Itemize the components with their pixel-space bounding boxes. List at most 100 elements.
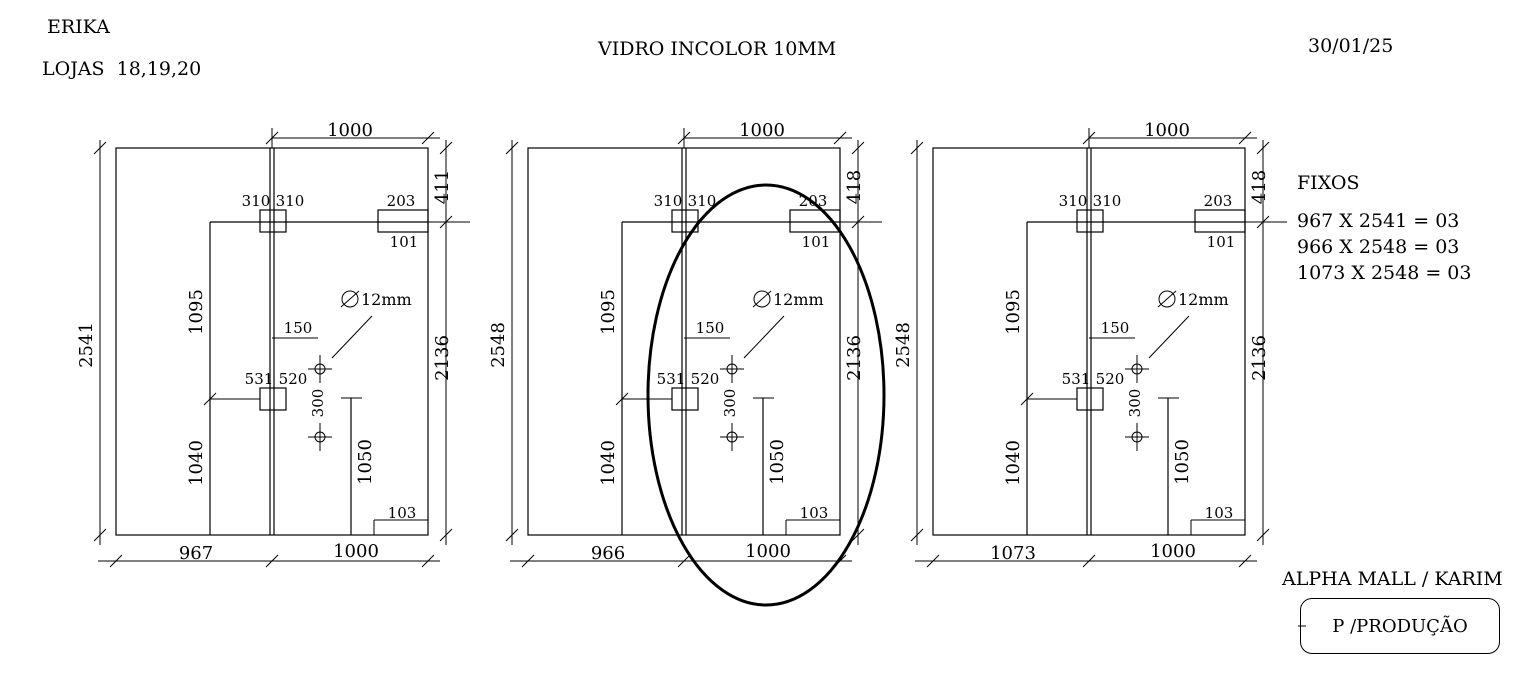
material-title: VIDRO INCOLOR 10MM [598, 38, 837, 60]
diameter-leader [1148, 315, 1190, 359]
door-width-label: 1000 [1150, 541, 1196, 562]
top-patch-height-label: 101 [802, 233, 831, 251]
top-width-tick-right [833, 131, 847, 145]
total-height-tick-bottom [93, 528, 107, 542]
fixed-height-label: 418 [1249, 170, 1270, 204]
fixed-width-label: 967 [179, 543, 213, 564]
diameter-symbol-slash [1157, 290, 1177, 308]
door-height-label: 2136 [1249, 335, 1270, 381]
top-width-tick-left [1082, 131, 1096, 145]
total-height-label: 2541 [76, 322, 97, 368]
top-hinge-patch [259, 209, 287, 233]
handle-offset-label: 150 [1101, 319, 1130, 337]
client-name: ERIKA [47, 16, 110, 38]
bottom-tick-mid [677, 554, 691, 568]
production-stamp: P /PRODUÇÃO [1300, 598, 1500, 654]
diameter-symbol-icon [341, 290, 359, 308]
bottom-hinge-patch [1076, 387, 1104, 411]
top-patch-height-label: 101 [1207, 233, 1236, 251]
lower-to-floor-label: 1040 [598, 440, 619, 486]
handle-offset-label: 150 [696, 319, 725, 337]
top-lock-patch [789, 209, 841, 233]
hinge-top-a-label: 310 [654, 192, 683, 210]
door-height-label: 2136 [844, 335, 865, 381]
hinge-bottom-a-label: 531 [1062, 370, 1091, 388]
bottom-tick-right [1238, 554, 1252, 568]
diameter-symbol-slash [752, 290, 772, 308]
fixed-height-label: 411 [432, 170, 453, 204]
top-width-tick-right [1238, 131, 1252, 145]
fixed-panel-line-3: 1073 X 2548 = 03 [1297, 262, 1472, 284]
hole-diameter-label: 12mm [773, 290, 824, 309]
hole-spacing-label: 300 [1126, 389, 1144, 418]
top-width-label: 1000 [739, 120, 785, 141]
top-patch-height-label: 101 [390, 233, 419, 251]
fixed-width-label: 1073 [990, 543, 1036, 564]
glass-outline [527, 147, 841, 536]
total-height-tick-top [910, 141, 924, 155]
hinge-top-b-label: 310 [688, 192, 717, 210]
total-height-tick-top [93, 141, 107, 155]
hole-spacing-label: 300 [721, 389, 739, 418]
drawing-date: 30/01/25 [1308, 35, 1394, 57]
right-tick-top [851, 141, 865, 155]
top-width-tick-left [677, 131, 691, 145]
bottom-hinge-patch [671, 387, 699, 411]
fixed-panels-title: FIXOS [1297, 172, 1360, 194]
door-height-label: 2136 [432, 335, 453, 381]
door-width-label: 1000 [333, 541, 379, 562]
top-width-tick-right [421, 131, 435, 145]
diameter-leader [331, 315, 373, 359]
diameter-symbol-icon [753, 290, 771, 308]
top-lock-patch [377, 209, 429, 233]
handle-height-label: 1050 [767, 439, 788, 485]
hinge-bottom-b-label: 520 [691, 370, 720, 388]
project-name: ALPHA MALL / KARIM [1282, 568, 1503, 590]
door-width-label: 1000 [745, 541, 791, 562]
handle-height-label: 1050 [355, 439, 376, 485]
top-lock-patch [1194, 209, 1246, 233]
store-numbers: LOJAS 18,19,20 [42, 58, 202, 80]
lower-to-floor-label: 1040 [1003, 440, 1024, 486]
handle-offset-label: 150 [284, 319, 313, 337]
top-width-label: 1000 [327, 120, 373, 141]
hole-spacing-label: 300 [309, 389, 327, 418]
diameter-symbol-slash [340, 290, 360, 308]
right-tick-bottom [439, 528, 453, 542]
hole-diameter-label: 12mm [361, 290, 412, 309]
right-tick-bottom [1256, 528, 1270, 542]
diameter-leader [743, 315, 785, 359]
top-width-label: 1000 [1144, 120, 1190, 141]
hinge-top-a-label: 310 [1059, 192, 1088, 210]
hinge-top-b-label: 310 [1093, 192, 1122, 210]
handle-height-label: 1050 [1172, 439, 1193, 485]
glass-outline [932, 147, 1246, 536]
upper-to-lock-label: 1095 [186, 289, 207, 335]
bottom-hinge-leader-tick [1020, 392, 1034, 406]
total-height-tick-bottom [505, 528, 519, 542]
production-stamp-label: P /PRODUÇÃO [1332, 615, 1468, 637]
fixed-width-label: 966 [591, 543, 625, 564]
hinge-bottom-a-label: 531 [657, 370, 686, 388]
upper-to-lock-label: 1095 [1003, 289, 1024, 335]
hinge-top-b-label: 310 [276, 192, 305, 210]
hinge-bottom-b-label: 520 [279, 370, 308, 388]
right-tick-top [439, 141, 453, 155]
right-tick-top [1256, 141, 1270, 155]
bottom-tick-mid [1082, 554, 1096, 568]
bottom-tick-right [421, 554, 435, 568]
total-height-tick-top [505, 141, 519, 155]
bottom-tick-left [109, 554, 123, 568]
hole-diameter-label: 12mm [1178, 290, 1229, 309]
bottom-hinge-patch [259, 387, 287, 411]
fixed-height-label: 418 [844, 170, 865, 204]
bottom-patch-label: 103 [388, 504, 417, 522]
glass-outline [115, 147, 429, 536]
top-hinge-patch [1076, 209, 1104, 233]
diameter-symbol-icon [1158, 290, 1176, 308]
top-patch-width-label: 203 [387, 192, 416, 210]
